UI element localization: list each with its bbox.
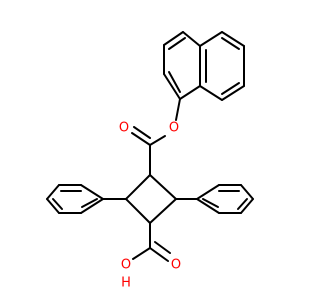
bond bbox=[80, 198, 104, 214]
bond bbox=[221, 85, 245, 101]
bond bbox=[133, 126, 151, 139]
bond bbox=[221, 31, 245, 47]
bond bbox=[80, 184, 104, 200]
bond bbox=[52, 198, 63, 210]
bond bbox=[196, 184, 220, 200]
bond bbox=[46, 198, 60, 214]
ester-carbonyl-oxygen-label: O bbox=[119, 121, 129, 136]
bond bbox=[240, 184, 254, 200]
bond bbox=[179, 85, 201, 100]
bond bbox=[132, 247, 151, 260]
bond bbox=[202, 198, 219, 208]
bond bbox=[221, 37, 240, 50]
acid-hydroxyl-hydrogen-label: H bbox=[121, 276, 131, 291]
bond bbox=[237, 198, 248, 210]
bond bbox=[168, 37, 186, 50]
bond bbox=[149, 198, 177, 224]
atom-labels: O O O O H bbox=[119, 121, 181, 291]
bond bbox=[196, 198, 220, 214]
bond bbox=[182, 31, 201, 47]
bond bbox=[125, 174, 151, 200]
ester-ether-oxygen-label: O bbox=[169, 121, 179, 136]
bond bbox=[199, 85, 223, 101]
bond bbox=[46, 184, 60, 200]
bond bbox=[149, 247, 169, 262]
bond bbox=[240, 198, 254, 214]
acid-hydroxyl-oxygen-label: O bbox=[121, 258, 131, 273]
bond bbox=[175, 98, 181, 121]
bond bbox=[125, 198, 151, 224]
acid-carbonyl-oxygen-label: O bbox=[171, 258, 181, 273]
bond bbox=[199, 31, 223, 47]
bond bbox=[149, 174, 177, 200]
bond bbox=[131, 132, 151, 146]
bond bbox=[221, 82, 240, 95]
bond bbox=[168, 71, 181, 93]
bond bbox=[154, 241, 171, 254]
bond bbox=[149, 135, 166, 146]
bond bbox=[163, 73, 181, 100]
bond bbox=[163, 31, 184, 46]
bond-lines bbox=[46, 31, 254, 262]
bond bbox=[81, 198, 98, 208]
molecule-structure-diagram: O O O O H bbox=[46, 31, 254, 291]
